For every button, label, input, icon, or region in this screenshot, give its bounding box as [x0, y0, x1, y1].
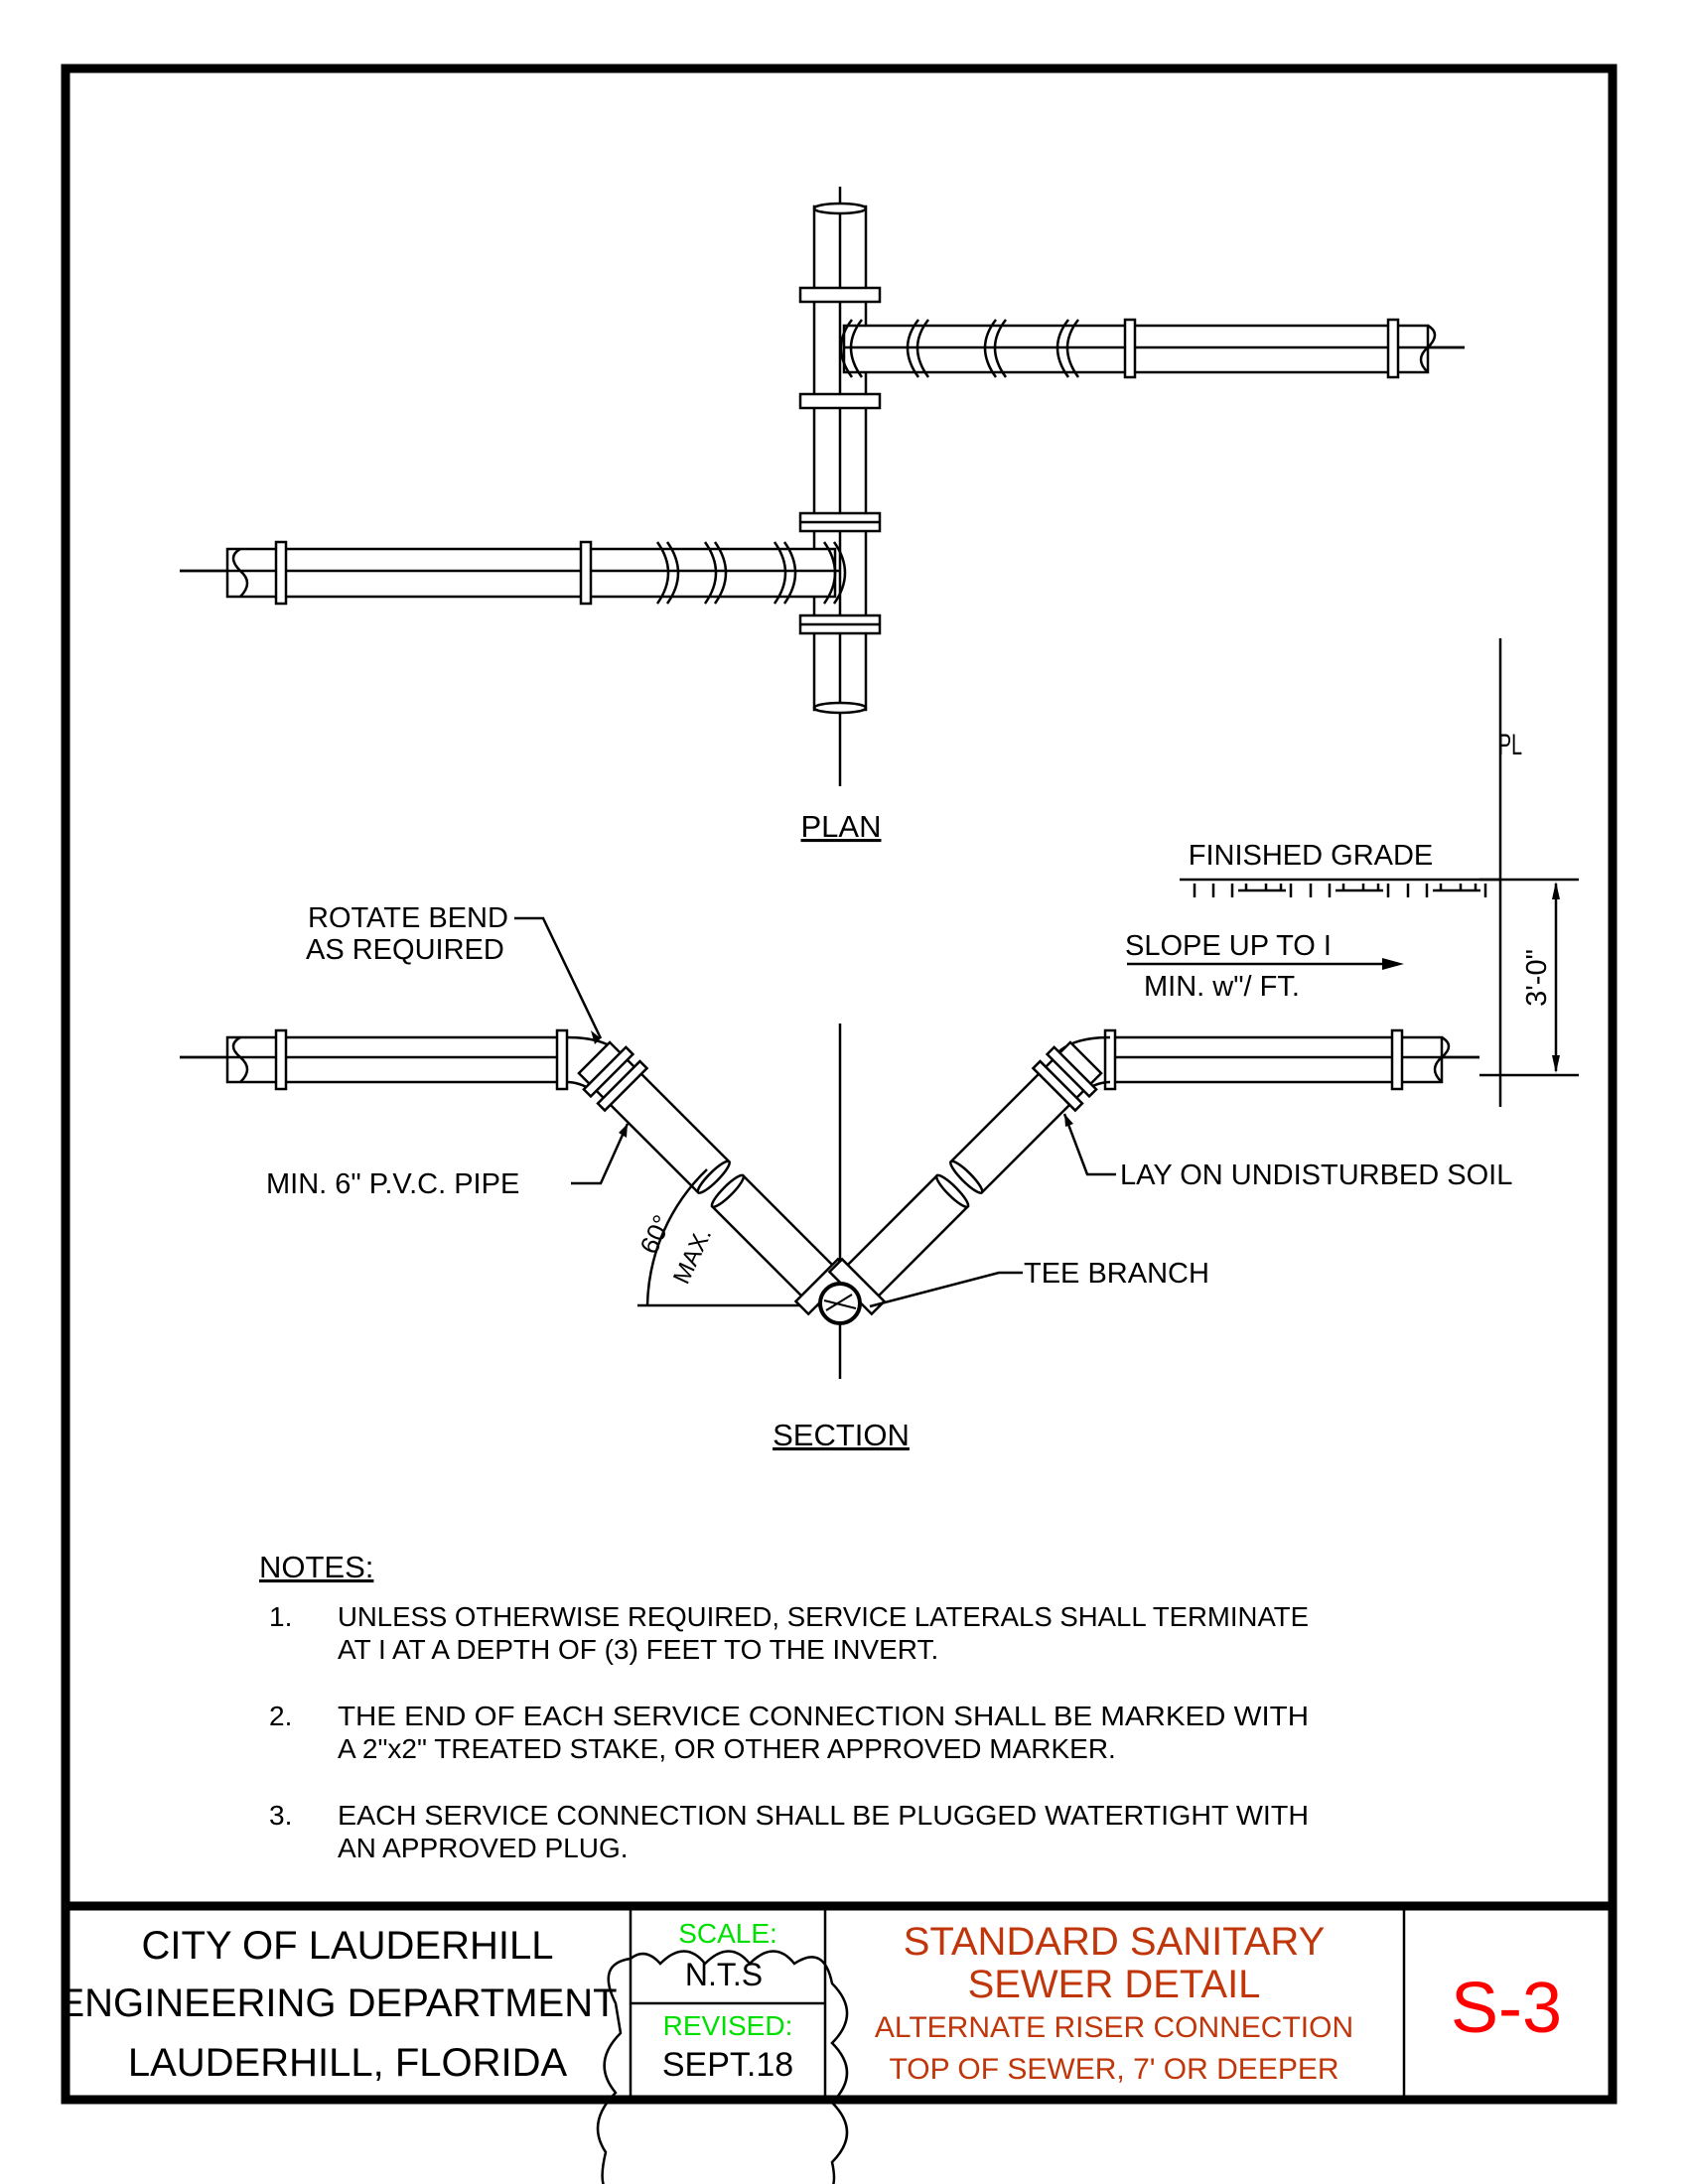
pipe-size-label: MIN. 6" P.V.C. PIPE	[266, 1168, 519, 1200]
tee-branch-label: TEE BRANCH	[1024, 1258, 1209, 1290]
section-label: SECTION	[773, 1418, 910, 1452]
rotate-bend-label: ROTATE BEND	[308, 902, 508, 934]
property-line-symbol: PL	[1498, 729, 1522, 761]
department-name: ENGINEERING DEPARTMENT	[58, 1981, 617, 2025]
plan-lateral-lower	[225, 547, 837, 599]
note-number: 1.	[269, 1601, 292, 1632]
title-block: CITY OF LAUDERHILL ENGINEERING DEPARTMEN…	[58, 1910, 1562, 2184]
note-text: A 2"x2" TREATED STAKE, OR OTHER APPROVED…	[338, 1733, 1116, 1764]
note-number: 2.	[269, 1701, 292, 1731]
scale-value: N.T.S	[685, 1957, 763, 1992]
revision-cloud	[596, 1950, 849, 2184]
section-pipe-right	[1108, 1035, 1444, 1084]
scale-label: SCALE:	[678, 1918, 777, 1949]
drawing-subtitle: ALTERNATE RISER CONNECTION	[875, 2011, 1353, 2044]
angle-max-label: MAX.	[668, 1224, 717, 1289]
note-text: THE END OF EACH SERVICE CONNECTION SHALL…	[338, 1701, 1309, 1731]
revised-date: SEPT.18	[662, 2046, 793, 2084]
slope-min-label: MIN. w"/ FT.	[1144, 971, 1300, 1003]
finished-grade-hatch	[1193, 884, 1487, 897]
revised-label: REVISED:	[663, 2010, 793, 2041]
drawing-title-line2: SEWER DETAIL	[968, 1963, 1261, 2006]
drawing-subtitle-line2: TOP OF SEWER, 7' OR DEEPER	[889, 2053, 1338, 2086]
note-number: 3.	[269, 1800, 292, 1831]
slope-label: SLOPE UP TO I	[1125, 930, 1332, 962]
agency-name: CITY OF LAUDERHILL	[142, 1924, 554, 1968]
note-text: AN APPROVED PLUG.	[338, 1833, 629, 1863]
sheet-number: S-3	[1451, 1969, 1562, 2048]
notes-title: NOTES:	[259, 1550, 373, 1584]
note-text: UNLESS OTHERWISE REQUIRED, SERVICE LATER…	[338, 1601, 1309, 1632]
as-required-label: AS REQUIRED	[306, 934, 504, 966]
note-text: AT I AT A DEPTH OF (3) FEET TO THE INVER…	[338, 1634, 938, 1665]
finished-grade-label: FINISHED GRADE	[1189, 840, 1434, 872]
depth-dimension-label: 3'-0"	[1521, 949, 1553, 1007]
plan-label: PLAN	[801, 809, 882, 844]
plan-view: PLAN	[180, 187, 1465, 844]
note-text: EACH SERVICE CONNECTION SHALL BE PLUGGED…	[338, 1800, 1309, 1831]
drawing-title: STANDARD SANITARY	[904, 1920, 1326, 1964]
notes: NOTES: 1. UNLESS OTHERWISE REQUIRED, SER…	[259, 1550, 1309, 1863]
agency-location: LAUDERHILL, FLORIDA	[128, 2041, 568, 2085]
section-view: PL FINISHED GRADE 3'-0" SLOPE UP TO I MI…	[180, 638, 1579, 1452]
sheet-border	[61, 64, 1618, 2105]
undisturbed-soil-label: LAY ON UNDISTURBED SOIL	[1120, 1160, 1512, 1191]
